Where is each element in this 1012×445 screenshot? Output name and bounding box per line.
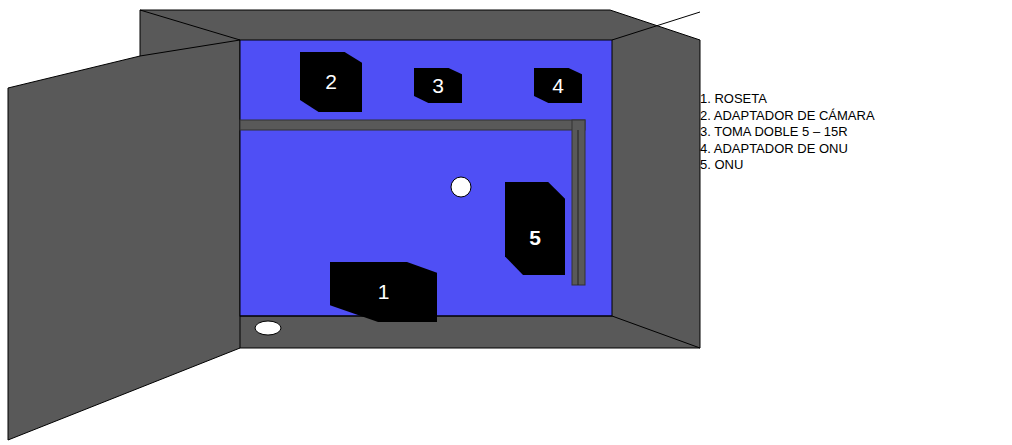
callout-number: 2	[325, 70, 337, 94]
legend-list: 1. ROSETA2. ADAPTADOR DE CÁMARA3. TOMA D…	[700, 91, 875, 174]
rail	[240, 120, 585, 130]
hole	[451, 177, 471, 197]
device-block: 1	[330, 262, 437, 322]
device-shape	[300, 52, 362, 112]
edge-line	[612, 12, 700, 40]
legend-item: 2. ADAPTADOR DE CÁMARA	[700, 108, 875, 125]
cabinet-door	[8, 40, 240, 440]
legend-item: 1. ROSETA	[700, 91, 875, 108]
device-block: 4	[534, 68, 582, 103]
hole	[255, 321, 281, 335]
legend-item: 3. TOMA DOBLE 5 – 15R	[700, 124, 875, 141]
rail	[572, 120, 585, 285]
edge-line	[140, 10, 240, 40]
device-shape	[414, 68, 462, 103]
device-shape	[534, 68, 582, 103]
device-block: 5	[505, 182, 565, 275]
legend-item: 5. ONU	[700, 157, 875, 174]
callout-number: 1	[378, 280, 390, 304]
callout-number: 5	[529, 226, 541, 250]
rail	[578, 130, 579, 285]
edge-line	[612, 316, 700, 348]
callout-number: 4	[552, 74, 564, 98]
legend-item: 4. ADAPTADOR DE ONU	[700, 141, 875, 158]
device-shape	[505, 182, 565, 275]
callout-number: 3	[432, 74, 444, 98]
device-block: 2	[300, 52, 362, 112]
device-block: 3	[414, 68, 462, 103]
device-shape	[330, 262, 437, 322]
